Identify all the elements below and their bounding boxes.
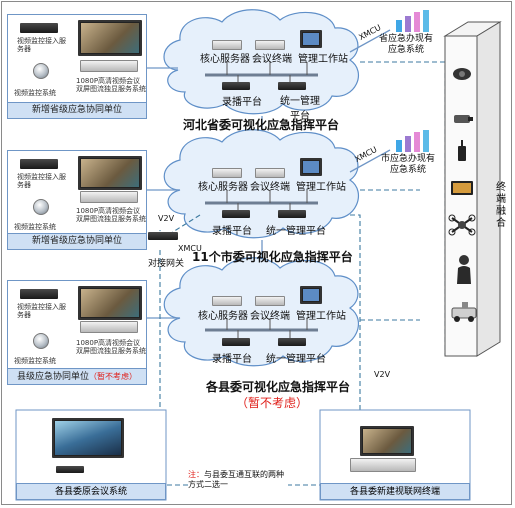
- conference-terminal-device: [255, 296, 285, 306]
- recorder-label: 录播平台: [212, 226, 252, 237]
- ptz-camera-icon: [452, 66, 472, 80]
- drone-icon: [448, 214, 476, 236]
- surveillance-label: 视频监控系统: [14, 357, 56, 365]
- unit-box-county: 视频监控接入服务器 视频监控系统 1080P高清视频会议双屏图流独显服务系统 县…: [7, 280, 147, 385]
- hd-system-label: 1080P高清视频会议双屏图流独显服务系统: [76, 339, 146, 355]
- conference-terminal-device: [255, 168, 285, 178]
- monitor-icon: [78, 156, 142, 190]
- workstation-label: 管理工作站: [296, 311, 346, 322]
- unified-mgmt-label: 统一管理平台: [266, 226, 326, 237]
- platform-title-city: 11个市委可视化应急指挥平台: [192, 250, 353, 264]
- access-server-label: 视频监控接入服务器: [17, 173, 66, 189]
- police-officer-icon: [454, 254, 474, 284]
- conference-terminal-label: 会议终端: [252, 54, 292, 65]
- monitor-icon: [78, 286, 142, 320]
- bottom-left-label: 各县委原会议系统: [16, 483, 166, 500]
- unified-mgmt-device: [278, 82, 306, 90]
- platform-note-county: （暂不考虑）: [236, 396, 309, 410]
- cloud-city: [163, 129, 360, 239]
- camera-icon: [33, 63, 49, 79]
- conference-terminal-label: 会议终端: [250, 311, 290, 322]
- camera-icon: [33, 199, 49, 215]
- core-server-label: 核心服务器: [200, 54, 250, 65]
- bullet-camera-icon: [452, 110, 474, 123]
- terminal-fusion-label: 终端融合: [496, 182, 506, 229]
- tablet-icon: [450, 180, 474, 196]
- workstation-monitor-icon: [300, 30, 322, 48]
- recorder-label: 录播平台: [222, 97, 262, 108]
- unit-label: 县级应急协同单位（暂不考虑）: [8, 368, 146, 384]
- note: 注：与县委互通互联的两种方式二选一: [188, 470, 288, 490]
- gateway-device: [148, 232, 178, 240]
- v2v-label-right: V2V: [374, 370, 391, 379]
- platform-title-county: 各县委可视化应急指挥平台: [206, 380, 351, 394]
- core-server-device: [212, 168, 242, 178]
- gateway-label: 对接网关: [148, 259, 185, 269]
- access-server-device: [20, 289, 58, 299]
- codec-device: [56, 466, 84, 473]
- camera-icon: [33, 333, 49, 349]
- recorder-label: 录播平台: [212, 354, 252, 365]
- core-server-device: [212, 40, 242, 50]
- unified-mgmt-device: [278, 338, 306, 346]
- videonet-terminal-device: [350, 458, 416, 472]
- conference-terminal-device: [255, 40, 285, 50]
- conference-screen-icon: [52, 418, 124, 458]
- surveillance-label: 视频监控系统: [14, 223, 56, 231]
- surveillance-label: 视频监控系统: [14, 89, 56, 97]
- workstation-monitor-icon: [300, 286, 322, 304]
- unit-box-city: 视频监控接入服务器 视频监控系统 1080P高清视频会议双屏图流独显服务系统 新…: [7, 150, 147, 250]
- unified-mgmt-label: 统一管理平台: [266, 354, 326, 365]
- unit-label: 新增省级应急协同单位: [8, 233, 146, 249]
- recorder-device: [222, 210, 250, 218]
- platform-title-province: 河北省委可视化应急指挥平台: [183, 118, 340, 132]
- unified-mgmt-label: 统一管理平台: [280, 96, 320, 122]
- bottom-right-label: 各县委新建视联网终端: [320, 483, 470, 500]
- hd-system-label: 1080P高清视频会议双屏图流独显服务系统: [76, 207, 146, 223]
- vehicle-icon: [450, 300, 478, 322]
- unit-box-province: 视频监控接入服务器 视频监控系统 1080P高清视频会议双屏图流独显服务系统 新…: [7, 14, 147, 119]
- conference-screen-icon: [360, 426, 414, 456]
- unified-mgmt-device: [278, 210, 306, 218]
- access-server-label: 视频监控接入服务器: [17, 303, 66, 319]
- solid-links: [146, 29, 391, 319]
- core-server-label: 核心服务器: [198, 311, 248, 322]
- core-server-label: 核心服务器: [198, 182, 248, 193]
- v2v-label-gateway: V2V: [158, 214, 175, 223]
- monitor-icon: [78, 20, 142, 56]
- cloud-county: [163, 257, 360, 367]
- bar-chart-icon: [392, 10, 432, 32]
- conference-terminal-label: 会议终端: [250, 182, 290, 193]
- recorder-device: [222, 338, 250, 346]
- terminal-device: [80, 60, 138, 72]
- access-server-device: [20, 159, 58, 169]
- terminal-fusion-panel: [443, 21, 502, 357]
- existing-system-province: 省应急办现有应急系统: [378, 34, 433, 55]
- terminal-device: [80, 321, 138, 333]
- hd-system-label: 1080P高清视频会议双屏图流独显服务系统: [76, 77, 146, 93]
- workstation-label: 管理工作站: [298, 54, 348, 65]
- workstation-monitor-icon: [300, 158, 322, 176]
- xmcu-label-gateway: XMCU: [178, 244, 202, 253]
- bar-chart-icon: [392, 130, 432, 152]
- recorder-device: [222, 82, 250, 90]
- core-server-device: [212, 296, 242, 306]
- workstation-label: 管理工作站: [296, 182, 346, 193]
- radio-icon: [456, 140, 468, 162]
- existing-system-city: 市应急办现有应急系统: [380, 154, 435, 175]
- cloud-province-bus: [205, 62, 318, 84]
- unit-label: 新增省级应急协同单位: [8, 102, 146, 118]
- access-server-label: 视频监控接入服务器: [17, 37, 66, 53]
- terminal-device: [80, 191, 138, 203]
- access-server-device: [20, 23, 58, 33]
